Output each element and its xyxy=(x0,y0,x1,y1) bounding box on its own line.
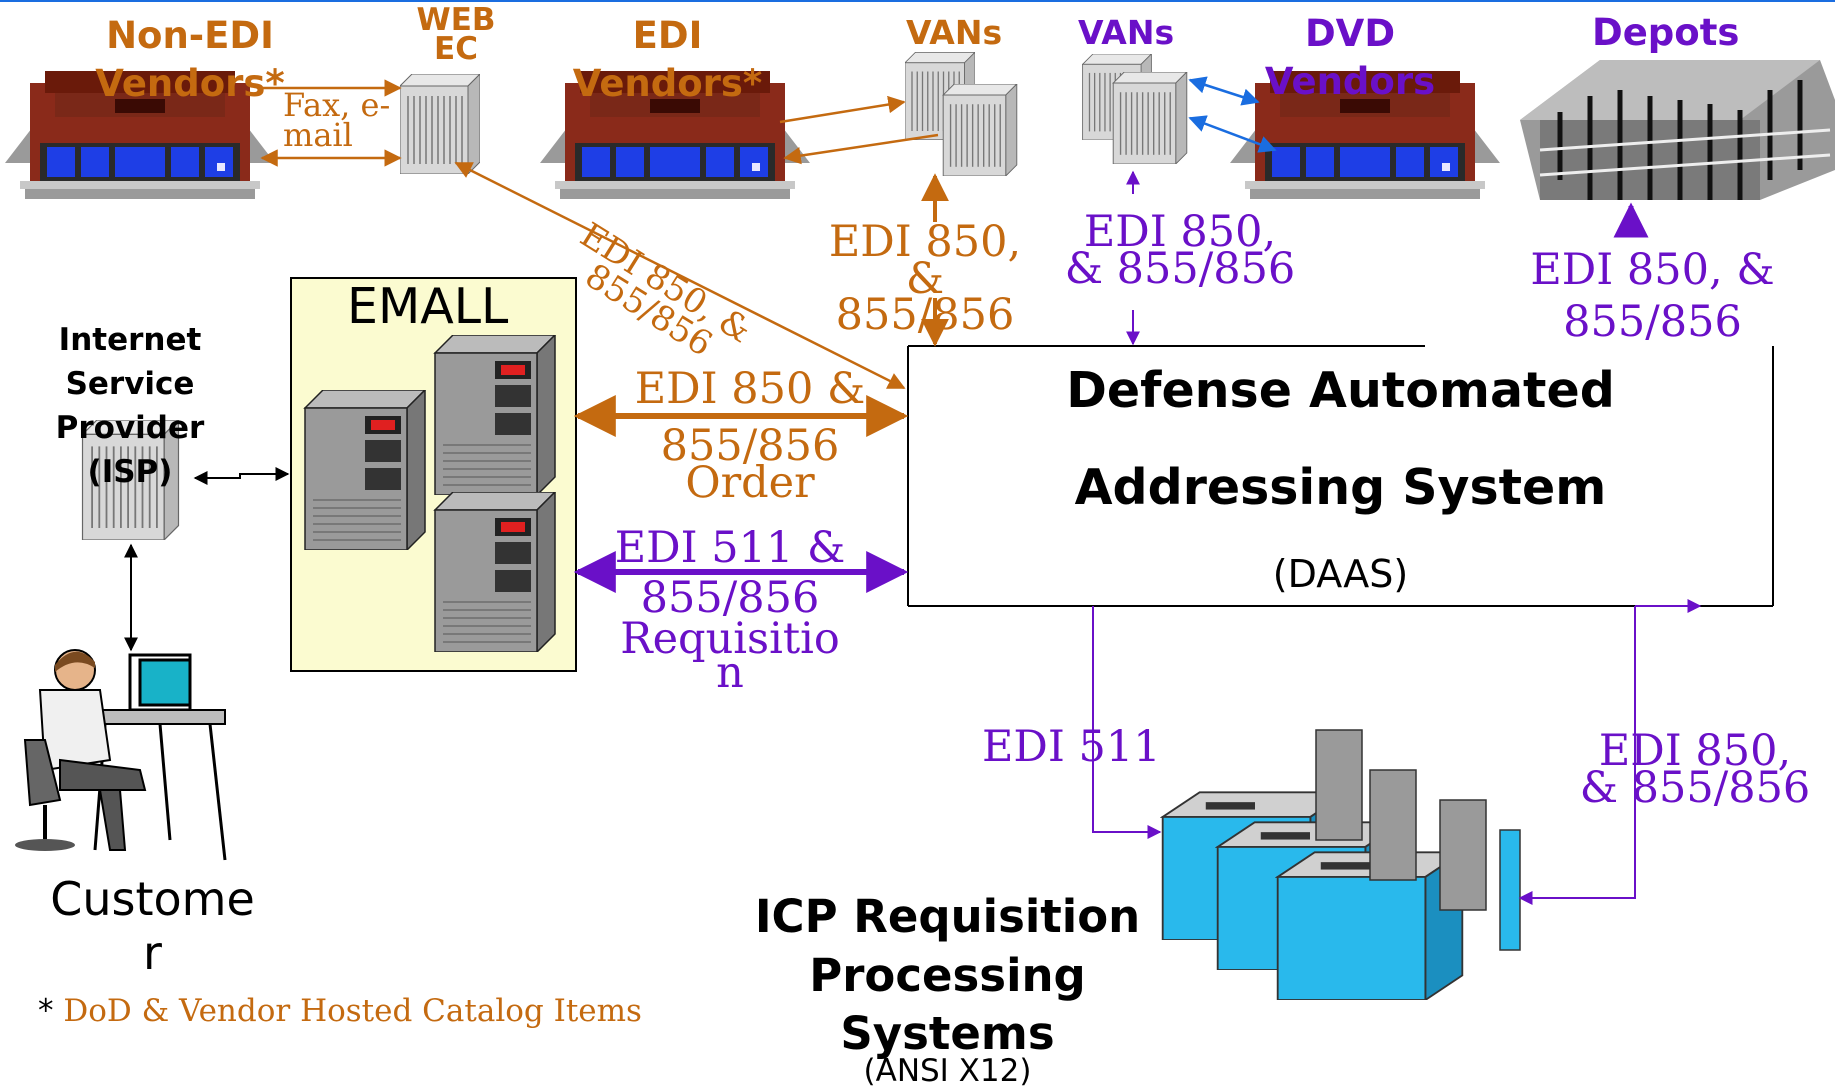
vans-right-label: VANs xyxy=(1078,13,1175,52)
isp-to-emall-arrow xyxy=(193,467,290,485)
daas-box xyxy=(907,345,1774,607)
icp-to-daas-line xyxy=(1518,606,1636,905)
daas-abbreviation: (DAAS) xyxy=(1272,552,1409,596)
daas-to-icp-arrow xyxy=(1092,606,1162,839)
order-label-line1: EDI 850 & xyxy=(634,364,866,414)
fax-email-label: Fax, e-mail xyxy=(283,86,391,155)
isp-label: Internet Service Provider (ISP) xyxy=(55,322,205,491)
vans-to-daas-label: EDI 850, & 855/856 xyxy=(828,217,1022,341)
order-label-line3: Order xyxy=(685,458,815,508)
footnote-star: * xyxy=(38,993,54,1029)
web-ec-label: WEB EC xyxy=(416,2,496,68)
order-label-line2: 855/856 xyxy=(660,421,840,471)
requisition-label-line2: 855/856 xyxy=(640,573,820,623)
customer-person-at-computer-icon xyxy=(15,649,227,861)
web-ec-to-daas-arrow xyxy=(454,161,906,390)
icp-subtitle-label: (ANSI X12) xyxy=(863,1053,1032,1089)
depots-warehouse-icon xyxy=(1520,60,1835,200)
requisition-label-line3: Requisitio n xyxy=(620,614,840,699)
icp-title-label: ICP Requisition Processing Systems xyxy=(754,890,1141,1060)
web-ec-server-rack-icon xyxy=(400,74,480,174)
non-edi-vendors-label: Non-EDI Vendors* xyxy=(95,14,285,106)
edi-vendors-label: EDI Vendors* xyxy=(572,14,763,106)
depots-label: Depots xyxy=(1592,11,1740,54)
emall-label: EMALL xyxy=(347,278,509,335)
daas-to-icp-label: EDI 511 xyxy=(982,722,1161,772)
customer-label: Custome r xyxy=(50,872,255,981)
icp-to-daas-label: EDI 850, & 855/856 xyxy=(1579,726,1811,813)
requisition-label-line1: EDI 511 & xyxy=(614,523,846,573)
icp-cabinet-icons xyxy=(1315,729,1521,951)
emall-tower-server-icon xyxy=(304,390,426,550)
daas-title-line1: Defense Automated xyxy=(1066,362,1615,419)
edi-vendor-to-van-arrow xyxy=(779,95,906,124)
depots-to-daas-label: EDI 850, & 855/856 xyxy=(1530,245,1775,347)
dvd-van-vendor-arrow xyxy=(1188,76,1260,106)
emall-tower-server-icon-3 xyxy=(434,492,556,652)
dvd-vans-to-daas-label: EDI 850, & 855/856 xyxy=(1064,207,1296,294)
footnote: * DoD & Vendor Hosted Catalog Items xyxy=(38,996,642,1027)
daas-title-line2: Addressing System xyxy=(1074,459,1607,516)
vans-left-label: VANs xyxy=(906,13,1003,52)
dvd-van-vendor-arrow-2 xyxy=(1188,115,1277,153)
van-to-edi-vendor-arrow xyxy=(783,133,939,165)
dvd-vendors-label: DVD Vendors xyxy=(1264,12,1436,104)
dvd-van-server-rack-icon-2 xyxy=(1112,72,1188,164)
van-server-rack-icon-2 xyxy=(942,84,1018,176)
emall-tower-server-icon-2 xyxy=(434,335,556,495)
footnote-text: DoD & Vendor Hosted Catalog Items xyxy=(63,993,642,1029)
